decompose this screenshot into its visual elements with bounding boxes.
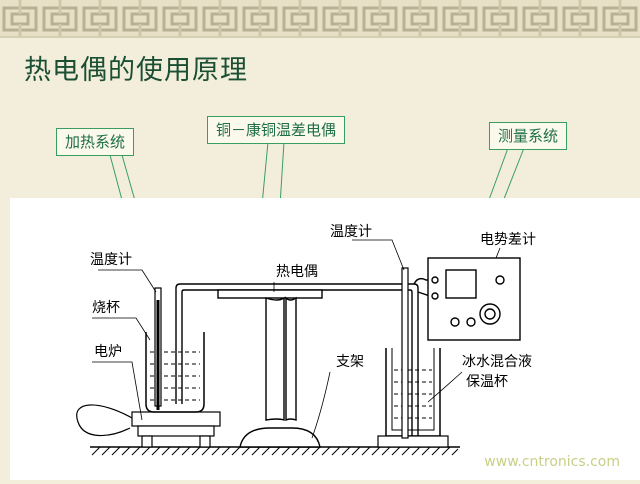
- ice-water-cup: [377, 348, 449, 448]
- label-furnace: 电炉: [94, 344, 122, 360]
- label-stand: 支架: [336, 354, 364, 370]
- ground-line: [90, 446, 460, 456]
- label-leaders: [92, 239, 501, 439]
- potentiometer: [427, 257, 521, 341]
- callout-measuring-system: 测量系统: [489, 122, 568, 150]
- thermometer-right: [401, 267, 409, 439]
- label-insulated-cup: 保温杯: [466, 374, 508, 390]
- callout-thermocouple: 铜－康铜温差电偶: [207, 116, 346, 144]
- watermark: www.cntronics.com: [484, 454, 620, 470]
- stand: [217, 289, 323, 448]
- apparatus-diagram-panel: 温度计 烧杯 电炉 热电偶 温度计 电势差计 支架 冰水混合液 保温杯: [10, 198, 640, 480]
- label-thermometer-right: 温度计: [330, 224, 372, 240]
- label-ice-mix: 冰水混合液: [462, 354, 532, 370]
- page-title: 热电偶的使用原理: [24, 55, 248, 86]
- power-cord: [76, 404, 133, 437]
- label-potentiometer: 电势差计: [480, 232, 536, 248]
- label-thermometer-left: 温度计: [90, 252, 132, 268]
- label-thermocouple: 热电偶: [276, 264, 318, 280]
- callout-heating-system: 加热系统: [56, 128, 135, 156]
- decorative-border: [0, 0, 640, 38]
- beaker-left: [145, 332, 205, 413]
- thermometer-left: [154, 287, 162, 410]
- electric-furnace: [131, 411, 221, 448]
- label-beaker: 烧杯: [92, 300, 120, 316]
- apparatus-diagram: 温度计 烧杯 电炉 热电偶 温度计 电势差计 支架 冰水混合液 保温杯: [76, 224, 536, 456]
